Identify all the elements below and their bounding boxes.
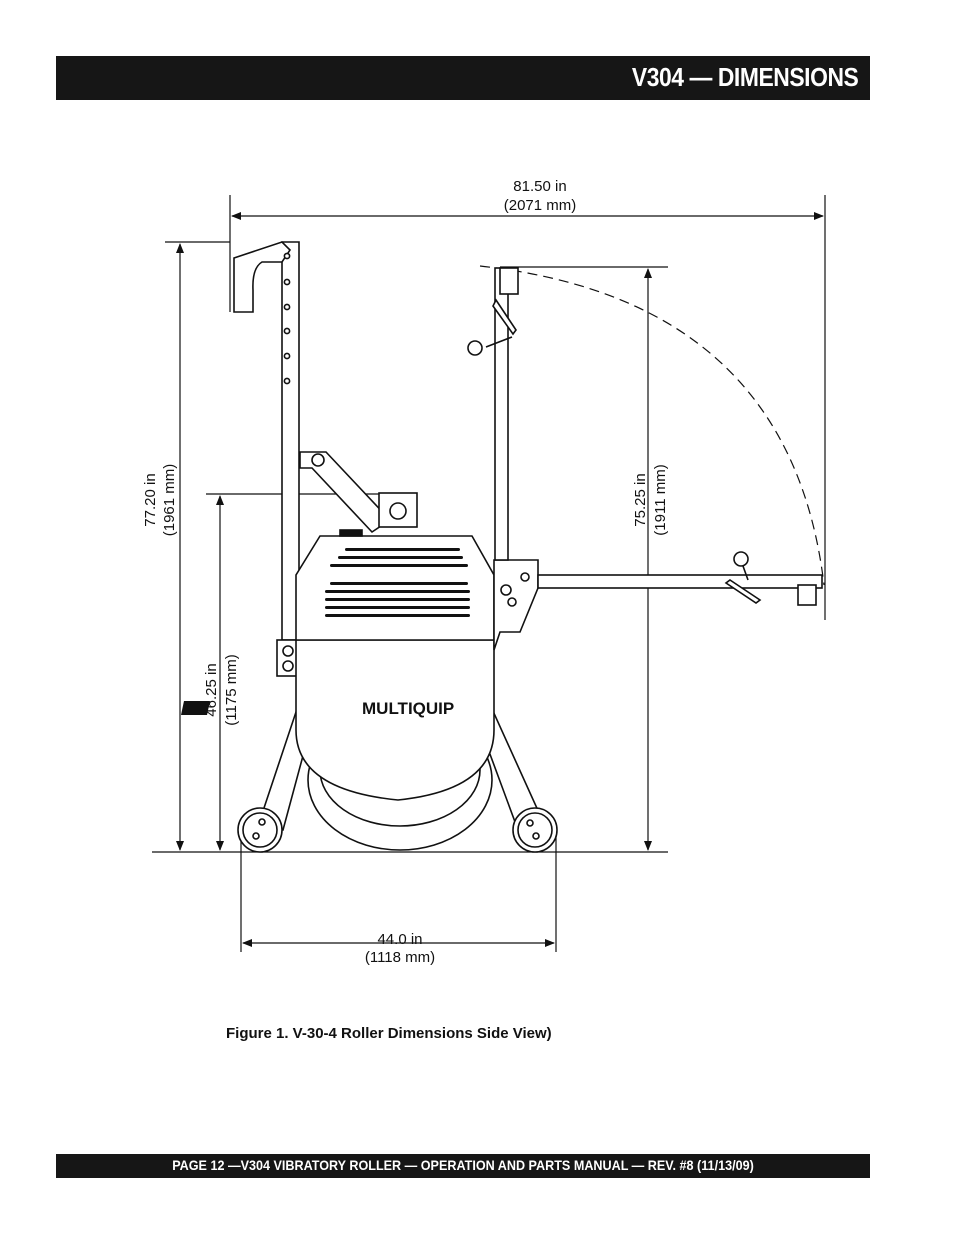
height-label: 77.20 in [142,473,159,526]
base-label: 44.0 in [377,931,422,948]
page-header-bar: V304 — DIMENSIONS [56,56,870,100]
engine-vents [325,548,470,617]
engine-height-metric: (1175 mm) [223,654,240,725]
height-metric: (1961 mm) [161,464,178,537]
page-title: V304 — DIMENSIONS [631,62,859,92]
page-footer-bar: PAGE 12 —V304 VIBRATORY ROLLER — OPERATI… [56,1154,870,1178]
dimension-lines [152,195,826,952]
handle-height-label: 75.25 in [632,473,649,526]
base-metric: (1118 mm) [365,949,435,966]
handle-height-metric: (1911 mm) [652,464,669,535]
logo-mark: MQ [341,704,359,716]
page-footer-text: PAGE 12 —V304 VIBRATORY ROLLER — OPERATI… [172,1157,754,1173]
roller-illustration [233,241,823,853]
width-label: 81.50 in [513,178,566,195]
width-metric: (2071 mm) [504,197,577,214]
figure-caption: Figure 1. V-30-4 Roller Dimensions Side … [226,1025,552,1042]
brand-logo: MQ MULTIQUIP [181,699,454,718]
brand-name: MULTIQUIP [362,699,454,718]
